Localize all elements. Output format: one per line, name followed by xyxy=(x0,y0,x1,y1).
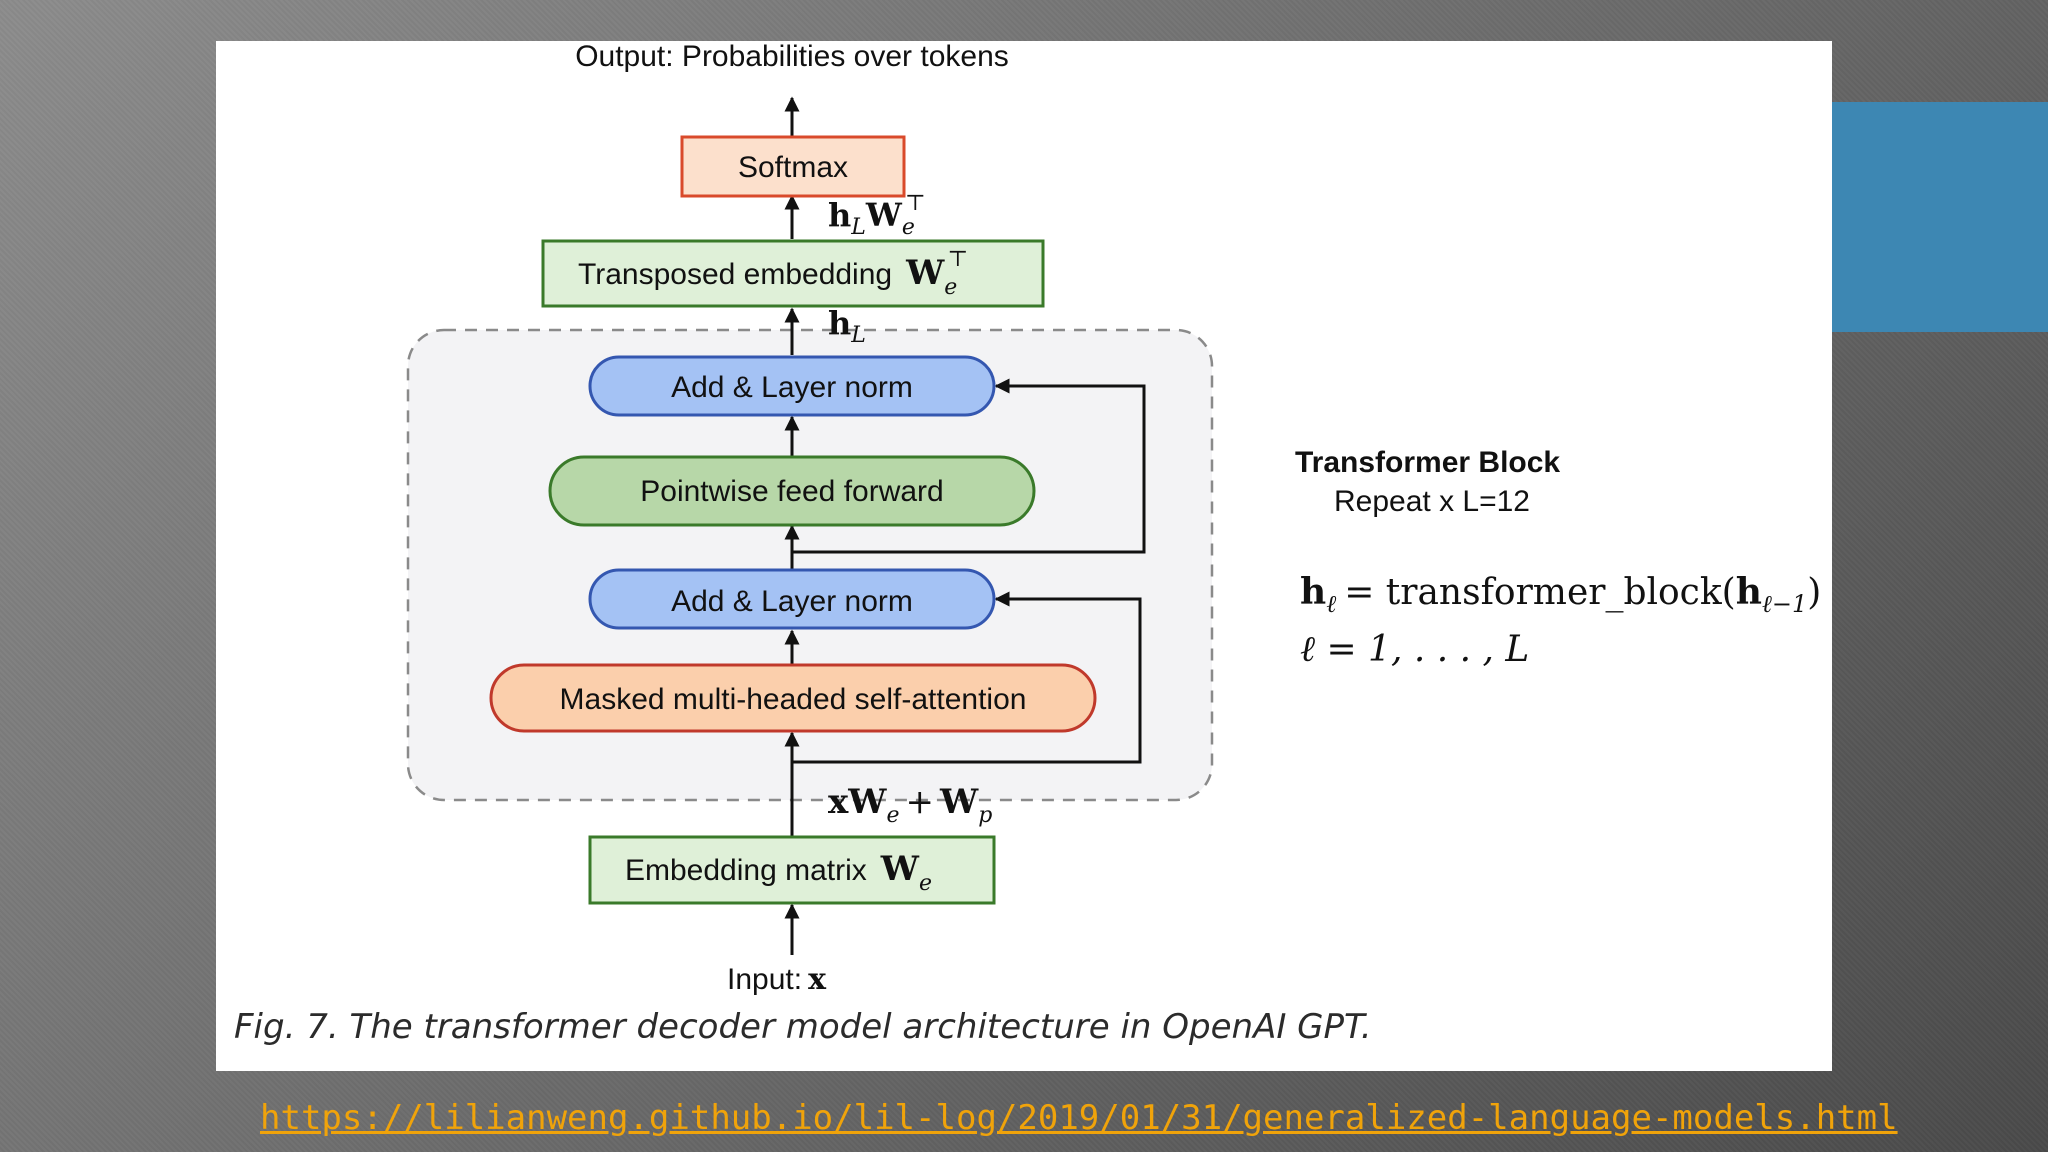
block-equation: hℓ= transformer_block(hℓ−1) xyxy=(1300,571,1821,618)
residual-arrow-top xyxy=(792,378,1146,554)
transformer-diagram: Output: Probabilities over tokens Softma… xyxy=(406,41,1821,997)
softmax-node xyxy=(680,135,906,198)
embedding-matrix-node xyxy=(588,835,996,905)
input-embedding-formula: xWe+Wp xyxy=(828,782,992,828)
slide-accent-bar xyxy=(1832,102,2048,332)
transposed-embedding-label: Transposed embedding xyxy=(578,258,892,291)
embedding-matrix-label: Embedding matrix xyxy=(625,854,867,887)
block-repeat: Repeat x L=12 xyxy=(1334,485,1530,518)
equation-range: ℓ = 1, . . . , L xyxy=(1300,629,1529,670)
output-label: Output: Probabilities over tokens xyxy=(575,41,1009,73)
logits-formula: hLWe⊤ xyxy=(828,191,926,240)
block-title: Transformer Block xyxy=(1295,446,1560,479)
add-layer-norm-bottom-label: Add & Layer norm xyxy=(671,585,913,618)
equation-rhs: = transformer_block( xyxy=(1344,572,1736,613)
softmax-label: Softmax xyxy=(738,151,848,184)
add-layer-norm-bottom-node xyxy=(588,568,996,630)
hidden-state-label: hL xyxy=(828,304,866,348)
feed-forward-label: Pointwise feed forward xyxy=(640,475,944,508)
figure-caption: Fig. 7. The transformer decoder model ar… xyxy=(234,1007,1372,1047)
figure-panel: Output: Probabilities over tokens Softma… xyxy=(216,41,1832,1071)
add-layer-norm-top-label: Add & Layer norm xyxy=(671,371,913,404)
equation-lhs: h xyxy=(1300,571,1326,613)
input-label-text: Input:x xyxy=(727,962,827,997)
feed-forward-node xyxy=(548,455,1036,527)
self-attention-node xyxy=(489,663,1097,733)
input-label: Input: xyxy=(727,963,802,996)
transposed-embedding-node xyxy=(541,239,1045,308)
source-link[interactable]: https://lilianweng.github.io/lil-log/201… xyxy=(260,1098,1898,1138)
self-attention-label: Masked multi-headed self-attention xyxy=(560,683,1027,716)
input-variable: x xyxy=(808,962,827,997)
add-layer-norm-top-node xyxy=(588,355,996,417)
residual-arrow-bottom xyxy=(792,591,1142,764)
